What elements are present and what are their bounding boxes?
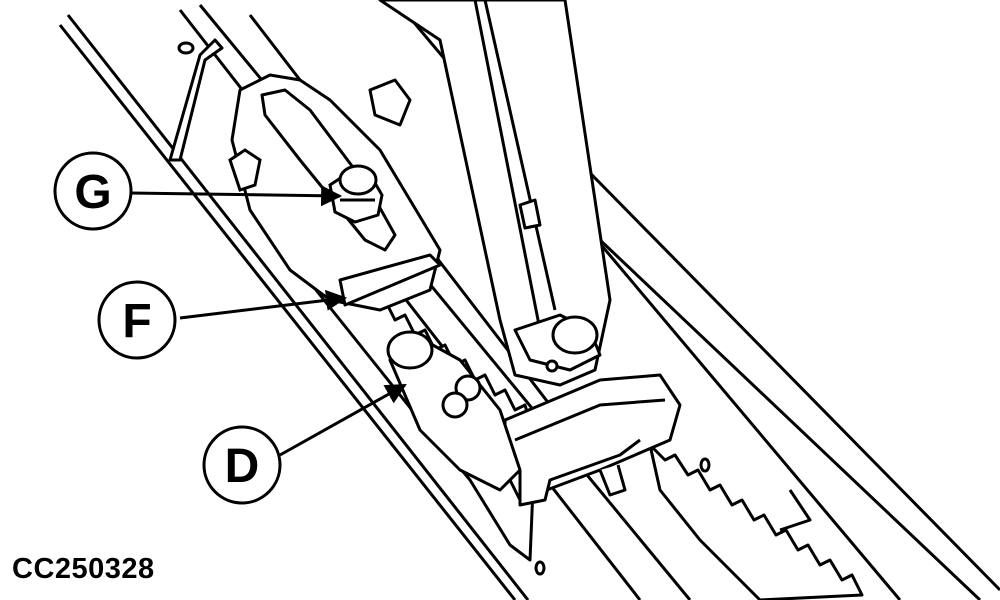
mounting-holes bbox=[228, 148, 711, 576]
callout-label-g: G bbox=[74, 166, 111, 219]
callout-label-f: F bbox=[122, 295, 151, 348]
lock-nut bbox=[328, 164, 384, 224]
pawl-link bbox=[386, 330, 522, 492]
callout-label-d: D bbox=[225, 440, 260, 493]
callout-f: F bbox=[97, 280, 177, 360]
leader-arrow-d bbox=[279, 383, 407, 457]
callout-d: D bbox=[202, 425, 282, 505]
leader-lines bbox=[129, 185, 407, 457]
yoke bbox=[503, 373, 682, 507]
figure-id-label: CC250328 bbox=[12, 553, 155, 585]
toothed-rack-right bbox=[648, 443, 864, 600]
leader-arrow-f bbox=[179, 289, 348, 320]
clamp-bar bbox=[338, 253, 602, 373]
main-arm bbox=[368, 0, 612, 387]
leader-arrow-g bbox=[129, 185, 343, 207]
callout-g: G bbox=[53, 151, 133, 231]
top-bracket bbox=[168, 38, 224, 162]
